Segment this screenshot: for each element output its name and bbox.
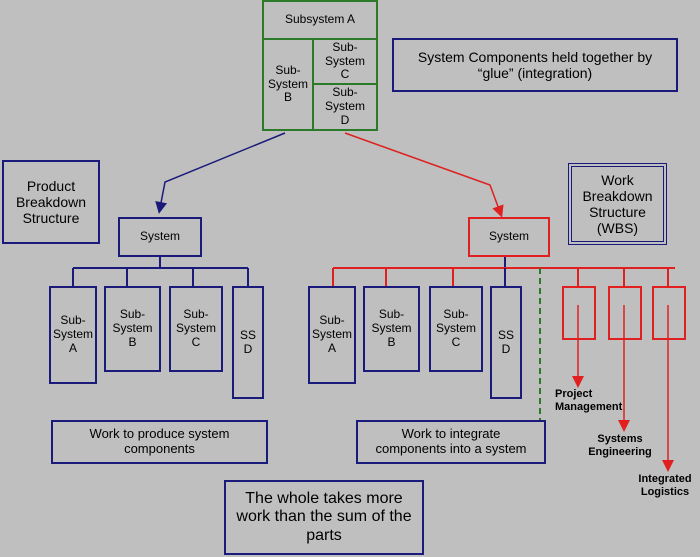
subsystem-b-block: Sub- System B [262,38,314,131]
subsystem-d-label: Sub- System D [324,85,365,127]
subsystem-c-block: Sub- System C [312,38,378,85]
subsystem-d-block: Sub- System D [312,83,378,131]
arrow-to-right-system [344,132,504,218]
right-caption-box: Work to integrate components into a syst… [356,420,546,464]
right-child-b: Sub- System B [363,286,420,372]
right-caption-text: Work to integrate components into a syst… [375,426,527,456]
wbs-title-text: Work Breakdown Structure (WBS) [582,171,653,237]
right-tree-lines [332,257,675,286]
right-child-d: SS D [490,286,522,399]
label-systems-engineering: Systems Engineering [588,433,652,459]
left-system-label: System [139,229,180,244]
subsystem-a-label: Subsystem A [284,12,356,27]
left-child-a: Sub- System A [49,286,97,384]
right-system-label: System [488,229,529,244]
left-child-a-label: Sub- System A [52,313,93,355]
glue-note-box: System Components held together by “glue… [392,38,678,92]
arrow-to-left-system [155,132,286,214]
work-box-integrated-logistics [652,286,686,340]
glue-note-text: System Components held together by “glue… [417,48,653,81]
whole-note-box: The whole takes more work than the sum o… [224,480,424,555]
label-integrated-logistics: Integrated Logistics [638,473,692,499]
pbs-title-box: Product Breakdown Structure [2,160,100,244]
left-caption-text: Work to produce system components [89,426,230,456]
right-child-b-label: Sub- System B [371,307,412,349]
subsystem-c-label: Sub- System C [324,39,365,82]
right-child-a-label: Sub- System A [311,313,352,355]
right-child-c-label: Sub- System C [435,307,476,349]
left-tree-lines [72,257,249,286]
wbs-title-box: Work Breakdown Structure (WBS) [568,163,667,245]
left-child-c: Sub- System C [169,286,223,372]
left-system-box: System [118,217,202,257]
subsystem-a-block: Subsystem A [262,0,378,40]
right-child-d-label: SS D [497,327,514,356]
left-child-d: SS D [232,286,264,399]
right-child-a: Sub- System A [308,286,356,384]
left-child-b: Sub- System B [104,286,161,372]
whole-note-text: The whole takes more work than the sum o… [236,489,412,544]
work-box-project-management [562,286,596,340]
work-box-systems-engineering [608,286,642,340]
left-child-b-label: Sub- System B [112,307,153,349]
label-project-management: Project Management [555,388,623,414]
right-system-box: System [468,217,550,257]
left-child-d-label: SS D [239,327,256,356]
left-caption-box: Work to produce system components [51,420,268,464]
right-child-c: Sub- System C [429,286,483,372]
subsystem-b-label: Sub- System B [267,62,308,105]
left-child-c-label: Sub- System C [175,307,216,349]
pbs-title-text: Product Breakdown Structure [15,177,87,227]
